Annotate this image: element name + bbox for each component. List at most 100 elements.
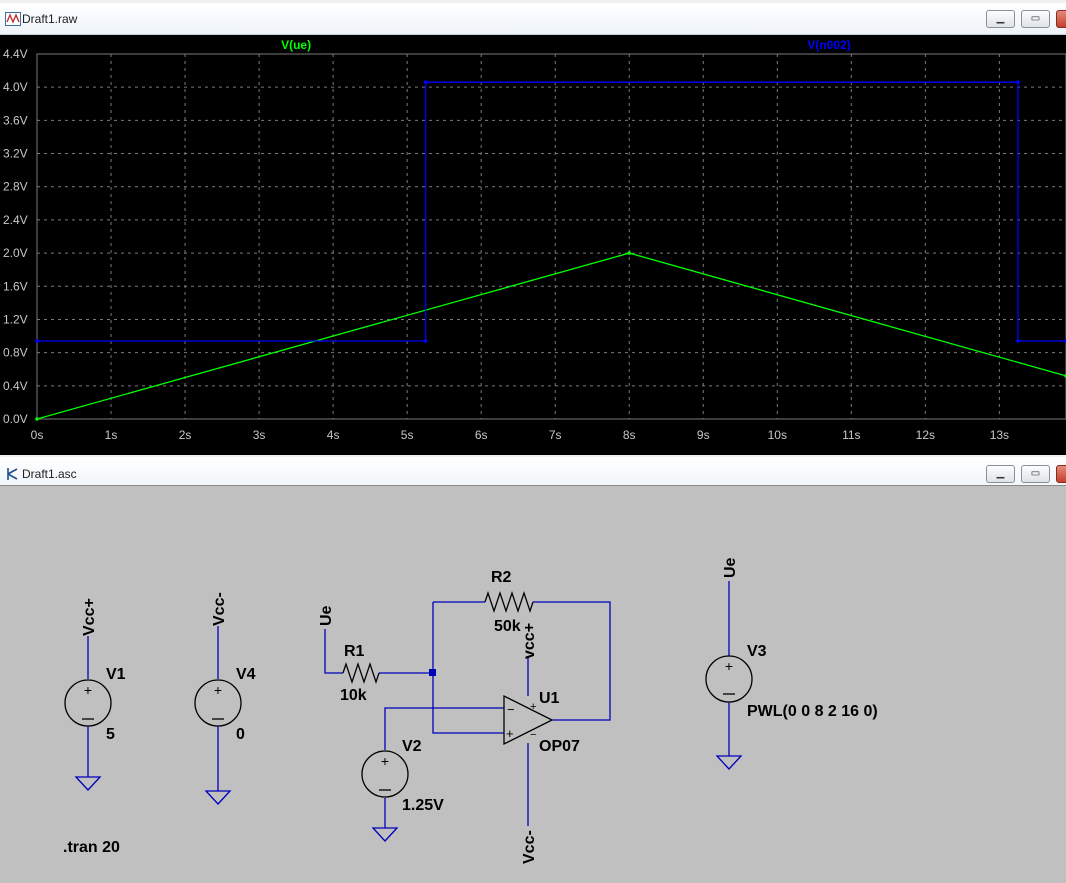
close-button[interactable] — [1056, 465, 1066, 483]
v1-net-label: Vcc+ — [81, 598, 98, 636]
x-tick-label: 7s — [549, 428, 562, 442]
resistor-r1[interactable]: R1 10k — [340, 643, 380, 704]
plus-sign: + — [381, 753, 389, 769]
maximize-icon: ▭ — [1030, 13, 1041, 24]
plus-sign: + — [725, 658, 733, 674]
waveform-window: Draft1.raw ▁ ▭ 0.0V 0.4V 0.8V 1.2V 1.6V 2.0V 2… — [0, 0, 1066, 457]
u1-name: U1 — [539, 690, 560, 707]
v3-value: PWL(0 0 8 2 16 0) — [747, 703, 878, 720]
y-tick-label: 1.6V — [3, 279, 28, 293]
resistor-r2[interactable]: R2 50k — [484, 569, 534, 635]
y-tick-label: 4.4V — [3, 47, 28, 61]
v3-net-label: Ue — [722, 557, 739, 578]
v4-net-label: Vcc- — [211, 592, 228, 626]
trace-data-point — [1016, 80, 1020, 85]
trace-data-point — [1016, 339, 1020, 343]
r2-value: 50k — [494, 618, 521, 635]
y-tick-label: 3.2V — [3, 147, 28, 161]
v4-name: V4 — [236, 666, 256, 683]
x-tick-label: 6s — [475, 428, 488, 442]
x-tick-label: 1s — [105, 428, 118, 442]
minimize-button[interactable]: ▁ — [986, 465, 1015, 483]
voltage-source-v1[interactable]: + V1 5 Vcc+ — [64, 598, 126, 791]
v3-name: V3 — [747, 643, 767, 660]
trace-data-point — [35, 339, 39, 343]
trace-data-point — [423, 339, 428, 343]
ground-icon — [371, 827, 399, 842]
trace-name-v-ue[interactable]: V(ue) — [281, 38, 311, 52]
schematic-drawing[interactable]: + V1 5 Vcc+ + V4 0 Vcc- Ue — [0, 486, 1066, 883]
x-tick-label: 9s — [697, 428, 710, 442]
voltage-source-v3[interactable]: + V3 PWL(0 0 8 2 16 0) Ue — [705, 557, 878, 770]
schematic-canvas[interactable]: + V1 5 Vcc+ + V4 0 Vcc- Ue — [0, 485, 1066, 883]
x-tick-label: 2s — [179, 428, 192, 442]
voltage-source-v4[interactable]: + V4 0 Vcc- — [194, 592, 256, 805]
waveform-titlebar[interactable]: Draft1.raw ▁ ▭ — [0, 3, 1066, 35]
y-tick-label: 2.0V — [3, 246, 28, 260]
x-tick-label: 13s — [990, 428, 1009, 442]
junction-dot — [429, 669, 436, 676]
maximize-button[interactable]: ▭ — [1021, 465, 1050, 483]
ground-icon — [74, 776, 102, 791]
x-tick-label: 4s — [327, 428, 340, 442]
y-tick-label: 1.2V — [3, 312, 28, 326]
schematic-window: Draft1.asc ▁ ▭ + V1 5 Vcc+ — [0, 458, 1066, 883]
v1-name: V1 — [106, 666, 126, 683]
y-tick-label: 3.6V — [3, 113, 28, 127]
r2-name: R2 — [491, 569, 512, 586]
ground-icon — [715, 755, 743, 770]
u1-model: OP07 — [539, 738, 580, 755]
opamp-vpos-pin: + — [530, 701, 536, 713]
y-tick-label: 4.0V — [3, 80, 28, 94]
y-tick-label: 2.8V — [3, 180, 28, 194]
wires — [324, 601, 611, 828]
plus-sign: + — [214, 682, 222, 698]
waveform-viewer-icon — [5, 12, 21, 26]
y-tick-label: 2.4V — [3, 213, 28, 227]
maximize-icon: ▭ — [1030, 468, 1041, 479]
close-icon — [1057, 11, 1066, 27]
plus-sign: + — [84, 682, 92, 698]
v2-name: V2 — [402, 738, 422, 755]
close-button[interactable] — [1056, 10, 1066, 28]
trace-data-point — [35, 417, 39, 421]
waveform-window-title: Draft1.raw — [22, 12, 78, 26]
opamp-noninverting-pin: + — [506, 726, 514, 741]
minimize-icon: ▁ — [996, 468, 1005, 479]
minimize-button[interactable]: ▁ — [986, 10, 1015, 28]
opamp-u1[interactable]: − + + − U1 OP07 vcc+ Vcc- — [503, 623, 580, 864]
plot-frame — [36, 53, 1066, 420]
trace-v-ue[interactable] — [36, 252, 1066, 420]
opamp-vcc-neg-label: Vcc- — [521, 830, 538, 864]
y-tick-label: 0.8V — [3, 346, 28, 360]
trace-name-v-n002[interactable]: V(n002) — [807, 38, 850, 52]
y-tick-label: 0.4V — [3, 379, 28, 393]
minimize-icon: ▁ — [996, 13, 1005, 24]
v2-value: 1.25V — [402, 797, 444, 814]
v4-value: 0 — [236, 726, 245, 743]
trace-data-point — [423, 80, 428, 85]
spice-directive[interactable]: .tran 20 — [63, 839, 120, 856]
ground-icon — [204, 790, 232, 805]
y-tick-label: 0.0V — [3, 412, 28, 426]
maximize-button[interactable]: ▭ — [1021, 10, 1050, 28]
r1-value: 10k — [340, 687, 367, 704]
trace-v-n002[interactable] — [37, 81, 1066, 342]
trace-data-point — [627, 251, 632, 255]
schematic-window-title: Draft1.asc — [22, 467, 77, 481]
waveform-plot-area[interactable]: 0.0V 0.4V 0.8V 1.2V 1.6V 2.0V 2.4V 2.8V 3.2V 3.6V… — [0, 35, 1066, 455]
x-tick-label: 0s — [31, 428, 44, 442]
voltage-source-v2[interactable]: + V2 1.25V — [361, 738, 444, 842]
x-tick-label: 12s — [916, 428, 935, 442]
opamp-vneg-pin: − — [530, 729, 536, 741]
schematic-editor-icon — [7, 468, 18, 480]
x-tick-label: 8s — [623, 428, 636, 442]
x-tick-label: 5s — [401, 428, 414, 442]
x-tick-label: 3s — [253, 428, 266, 442]
opamp-vcc-pos-label: vcc+ — [521, 623, 538, 659]
v1-value: 5 — [106, 726, 115, 743]
close-icon — [1057, 466, 1066, 482]
input-net-label: Ue — [318, 605, 335, 626]
waveform-chart[interactable]: 0.0V 0.4V 0.8V 1.2V 1.6V 2.0V 2.4V 2.8V 3.2V 3.6V… — [0, 35, 1066, 455]
opamp-inverting-pin: − — [507, 702, 515, 717]
